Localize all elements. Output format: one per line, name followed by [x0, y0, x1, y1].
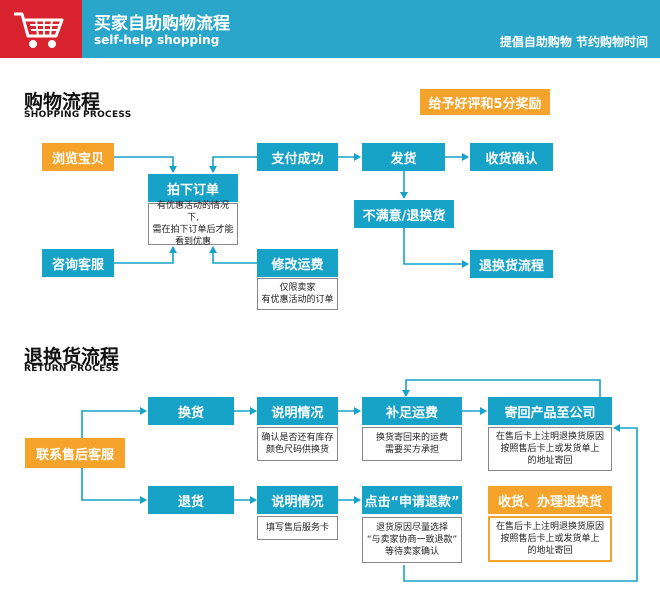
header-title: 买家自助购物流程: [94, 14, 230, 34]
note-line: 颜色尺码供换货: [265, 445, 329, 455]
receive-return-note: 在售后卡上注明退换货原因 按照售后卡上或发货单上 的地址寄回: [488, 516, 612, 562]
note-line: 换货寄回来的运费: [375, 433, 448, 443]
note-line: 等待卖家确认: [384, 547, 439, 557]
header-bar: [0, 0, 660, 58]
note-line: 有优惠活动的情况下,: [156, 201, 229, 223]
ship-box: 发货: [362, 143, 445, 171]
note-line: 按照售后卡上或发货单上: [500, 534, 600, 544]
logo-block: [0, 0, 82, 58]
pay-success-box: 支付成功: [257, 143, 338, 171]
note-line: 填写售后服务卡: [265, 523, 329, 533]
header-subtitle: self-help shopping: [94, 33, 220, 47]
exchange-box: 换货: [148, 397, 234, 425]
note-line: 在售后卡上注明退换货原因: [495, 522, 604, 532]
return-flow-box: 退换货流程: [470, 250, 553, 278]
send-back-box: 寄回产品至公司: [488, 397, 612, 425]
add-shipping-fee-note: 换货寄回来的运费 需要买方承担: [362, 427, 462, 461]
header-slogan: 提倡自助购物 节约购物时间: [499, 35, 648, 49]
explain-exchange-note: 确认是否还有库存 颜色尺码供换货: [257, 427, 338, 461]
modify-fee-note: 仅限卖家 有优惠活动的订单: [257, 278, 338, 310]
receive-confirm-box: 收货确认: [470, 143, 553, 171]
note-line: 需在拍下订单后才能: [152, 225, 234, 235]
shopping-section-subtitle: SHOPPING PROCESS: [24, 110, 132, 120]
explain-refund-note: 填写售后服务卡: [257, 516, 338, 540]
contact-after-sales-box: 联系售后客服: [25, 438, 125, 468]
place-order-note: 有优惠活动的情况下, 需在拍下订单后才能 看到优惠: [148, 201, 238, 247]
note-line: 按照售后卡上或发货单上: [500, 444, 600, 454]
send-back-note: 在售后卡上注明退换货原因 按照售后卡上或发货单上 的地址寄回: [488, 427, 612, 471]
place-order-box: 拍下订单: [148, 174, 238, 202]
explain-refund-box: 说明情况: [257, 486, 338, 514]
consult-box: 咨询客服: [42, 249, 114, 277]
shopping-cart-icon: [14, 12, 64, 48]
return-section-title: 退换货流程: [24, 346, 120, 368]
refund-box: 退货: [148, 486, 234, 514]
note-line: 的地址寄回: [527, 546, 573, 556]
note-line: 在售后卡上注明退换货原因: [495, 432, 604, 442]
note-line: 仅限卖家: [279, 283, 316, 293]
apply-refund-note: 退货原因尽量选择 “与卖家协商一致退款” 等待卖家确认: [362, 517, 462, 563]
note-line: 需要买方承担: [384, 445, 439, 455]
note-line: 确认是否还有库存: [261, 433, 334, 443]
note-line: 有优惠活动的订单: [261, 295, 334, 305]
note-line: 退货原因尽量选择: [375, 523, 448, 533]
reward-box: 给予好评和5分奖励: [420, 89, 550, 115]
return-section-subtitle: RETURN PROCESS: [24, 364, 119, 374]
explain-exchange-box: 说明情况: [257, 397, 338, 425]
unsatisfied-box: 不满意/退换货: [354, 200, 454, 228]
note-line: “与卖家协商一致退款”: [366, 535, 458, 545]
note-line: 看到优惠: [174, 237, 211, 247]
apply-refund-box: 点击“申请退款”: [362, 486, 462, 514]
shopping-section-title: 购物流程: [24, 91, 101, 113]
browse-box: 浏览宝贝: [42, 143, 114, 171]
add-shipping-fee-box: 补足运费: [362, 397, 462, 425]
modify-fee-box: 修改运费: [257, 249, 338, 277]
note-line: 的地址寄回: [527, 456, 573, 466]
receive-return-box: 收货、办理退换货: [488, 486, 612, 514]
